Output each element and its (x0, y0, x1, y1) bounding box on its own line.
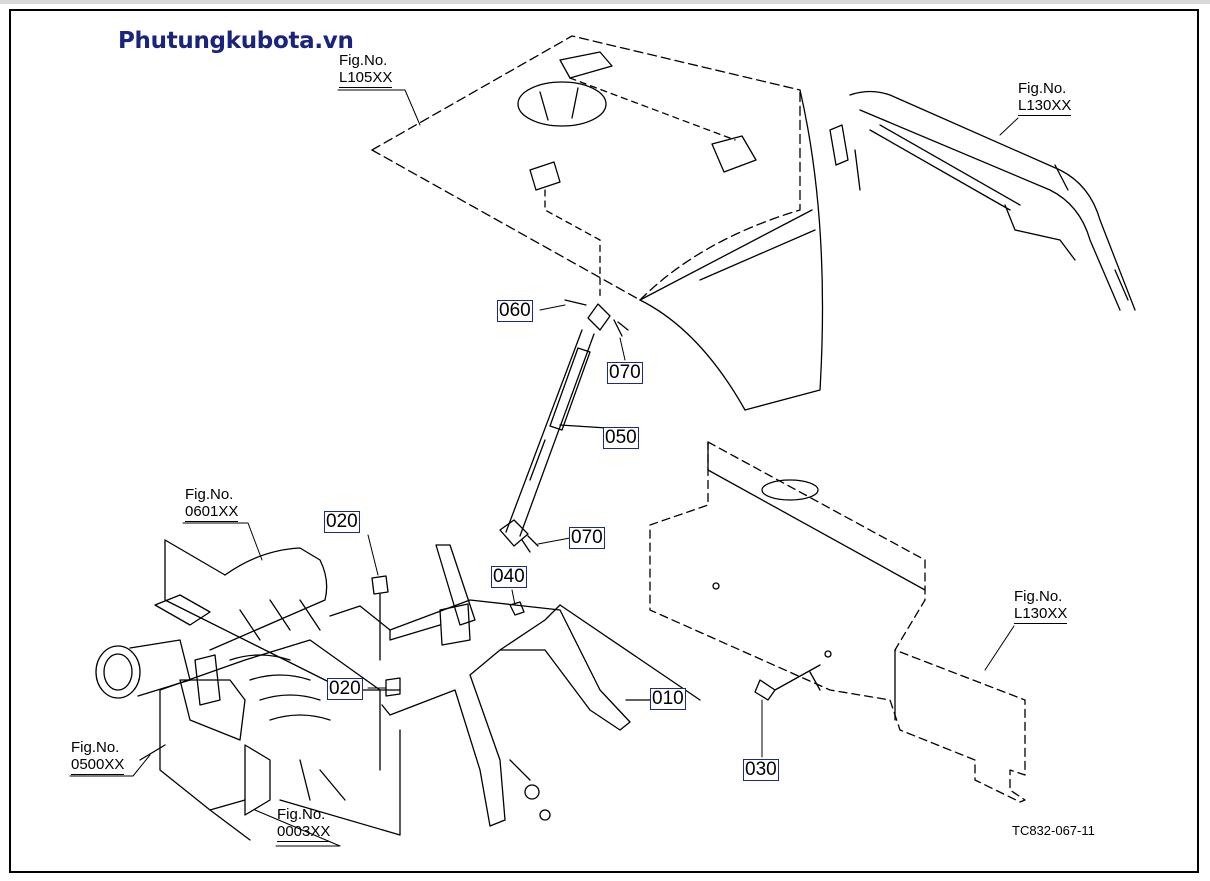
part-label-010[interactable]: 010 (650, 688, 686, 710)
drawing-code: TC832-067-11 (1012, 823, 1095, 838)
fig-ref-manifold[interactable]: Fig.No. 0601XX (185, 486, 239, 522)
fig-ref-label: Fig.No. (339, 52, 388, 69)
part-label-020-bottom[interactable]: 020 (327, 678, 363, 700)
fig-ref-number: 0601XX (185, 503, 239, 522)
window-top-strip (0, 0, 1210, 4)
fig-ref-number: L130XX (1018, 97, 1072, 116)
part-label-050[interactable]: 050 (603, 427, 639, 449)
bolts (371, 575, 401, 697)
fig-ref-label: Fig.No. (1014, 588, 1063, 605)
fig-ref-label: Fig.No. (277, 806, 326, 823)
part-label-020-top[interactable]: 020 (324, 511, 360, 533)
leader-lines (69, 89, 1019, 847)
part-label-030[interactable]: 030 (743, 759, 779, 781)
fig-ref-label: Fig.No. (71, 739, 120, 756)
fig-ref-top-right-frame[interactable]: Fig.No. L130XX (1018, 80, 1072, 116)
fig-ref-top-cover[interactable]: Fig.No. L105XX (339, 52, 393, 88)
hood-cover (371, 35, 824, 411)
top-right-frame (829, 90, 1136, 311)
gas-strut (499, 299, 629, 553)
fig-ref-number: 0500XX (71, 756, 125, 775)
fig-ref-engine-bottom[interactable]: Fig.No. 0003XX (277, 806, 331, 842)
part-label-040[interactable]: 040 (491, 566, 527, 588)
side-panel (649, 441, 1026, 803)
part-label-060[interactable]: 060 (497, 300, 533, 322)
fig-ref-label: Fig.No. (185, 486, 234, 503)
fig-ref-number: L130XX (1014, 605, 1068, 624)
fig-ref-left-engine[interactable]: Fig.No. 0500XX (71, 739, 125, 775)
fig-ref-number: 0003XX (277, 823, 331, 842)
fig-ref-number: L105XX (339, 69, 393, 88)
part-label-070-bottom[interactable]: 070 (569, 527, 605, 549)
watermark-text: Phutungkubota.vn (118, 28, 354, 54)
engine-block (95, 539, 401, 841)
fig-ref-right-panel[interactable]: Fig.No. L130XX (1014, 588, 1068, 624)
fig-ref-label: Fig.No. (1018, 80, 1067, 97)
part-label-070-top[interactable]: 070 (607, 362, 643, 384)
mounting-bracket (329, 544, 701, 827)
